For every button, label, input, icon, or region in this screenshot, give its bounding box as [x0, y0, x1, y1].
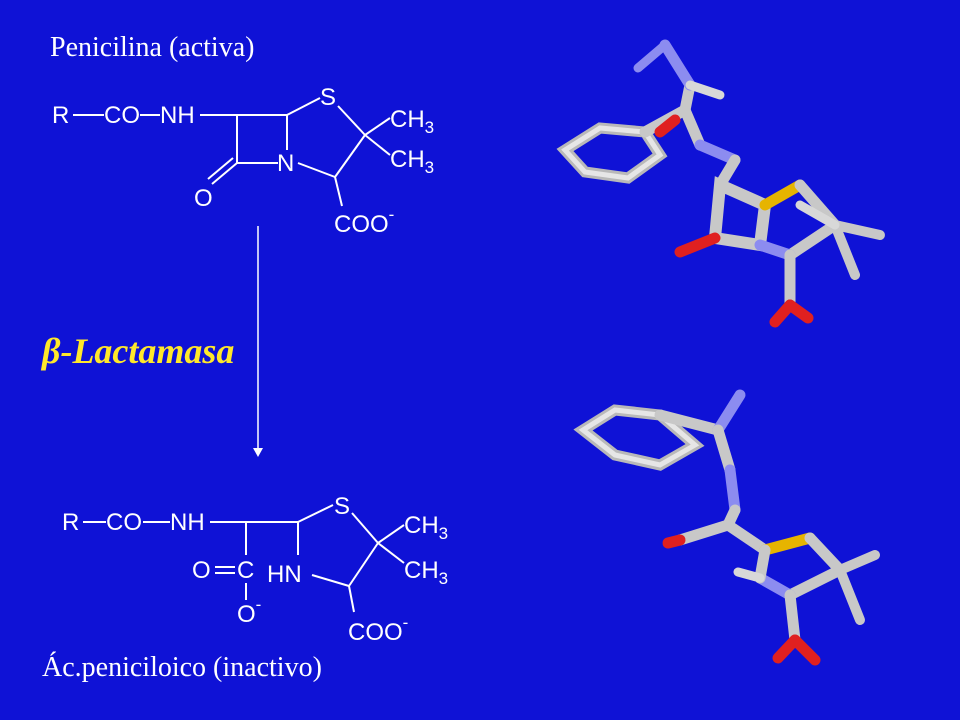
pac-oxygen-anion: O- [237, 595, 261, 628]
pen-carbonyl-bond [207, 157, 234, 180]
pac-carboxyl-bond [348, 585, 355, 613]
pen-methyl-2: CH3 [390, 146, 434, 177]
pen-nitrogen: N [277, 150, 294, 177]
pac-nh: NH [170, 509, 205, 536]
pen-sulfur: S [320, 84, 336, 111]
pac-carboxylate: COO- [348, 613, 408, 646]
pen-nh: NH [160, 102, 195, 129]
pac-carbon: C [237, 557, 254, 584]
pen-co: CO [104, 102, 140, 129]
arrow-head [253, 448, 263, 457]
pen-methyl-bond [364, 134, 391, 156]
pen-ring-bond [337, 105, 366, 136]
pac-ring-bond [297, 504, 334, 523]
pen-oxygen: O [194, 185, 213, 212]
pen-ring-bond [286, 97, 321, 116]
pac-methyl-bond [377, 542, 405, 564]
pac-hn: HN [267, 561, 302, 588]
pac-ring-bond [348, 542, 379, 587]
pen-ring-bond [297, 162, 336, 178]
pen-methyl-1: CH3 [390, 106, 434, 137]
enzyme-label: β-Lactamasa [42, 330, 234, 372]
pac-methyl-2: CH3 [404, 557, 448, 588]
pac-ring-bond [311, 574, 350, 587]
pen-methyl-bond [364, 117, 391, 136]
pen-carbonyl-bond [211, 162, 238, 185]
beta-symbol: β [42, 331, 61, 371]
pen-ring-bond [334, 134, 366, 178]
title-penicillin-active: Penicilina (activa) [50, 32, 255, 63]
pac-sulfur: S [334, 493, 350, 520]
title-penicilloic-acid-inactive: Ác.peniciloico (inactivo) [42, 652, 322, 683]
pac-methyl-1: CH3 [404, 512, 448, 543]
pen-r-group: R [52, 102, 69, 129]
pac-co: CO [106, 509, 142, 536]
enzyme-name: -Lactamasa [60, 331, 235, 371]
pen-carboxylate: COO- [334, 205, 394, 238]
pac-ring-bond [351, 512, 379, 544]
pac-oxygen-double: O [192, 557, 211, 584]
pen-carboxyl-bond [334, 176, 343, 207]
pac-methyl-bond [377, 524, 405, 544]
pac-r-group: R [62, 509, 79, 536]
